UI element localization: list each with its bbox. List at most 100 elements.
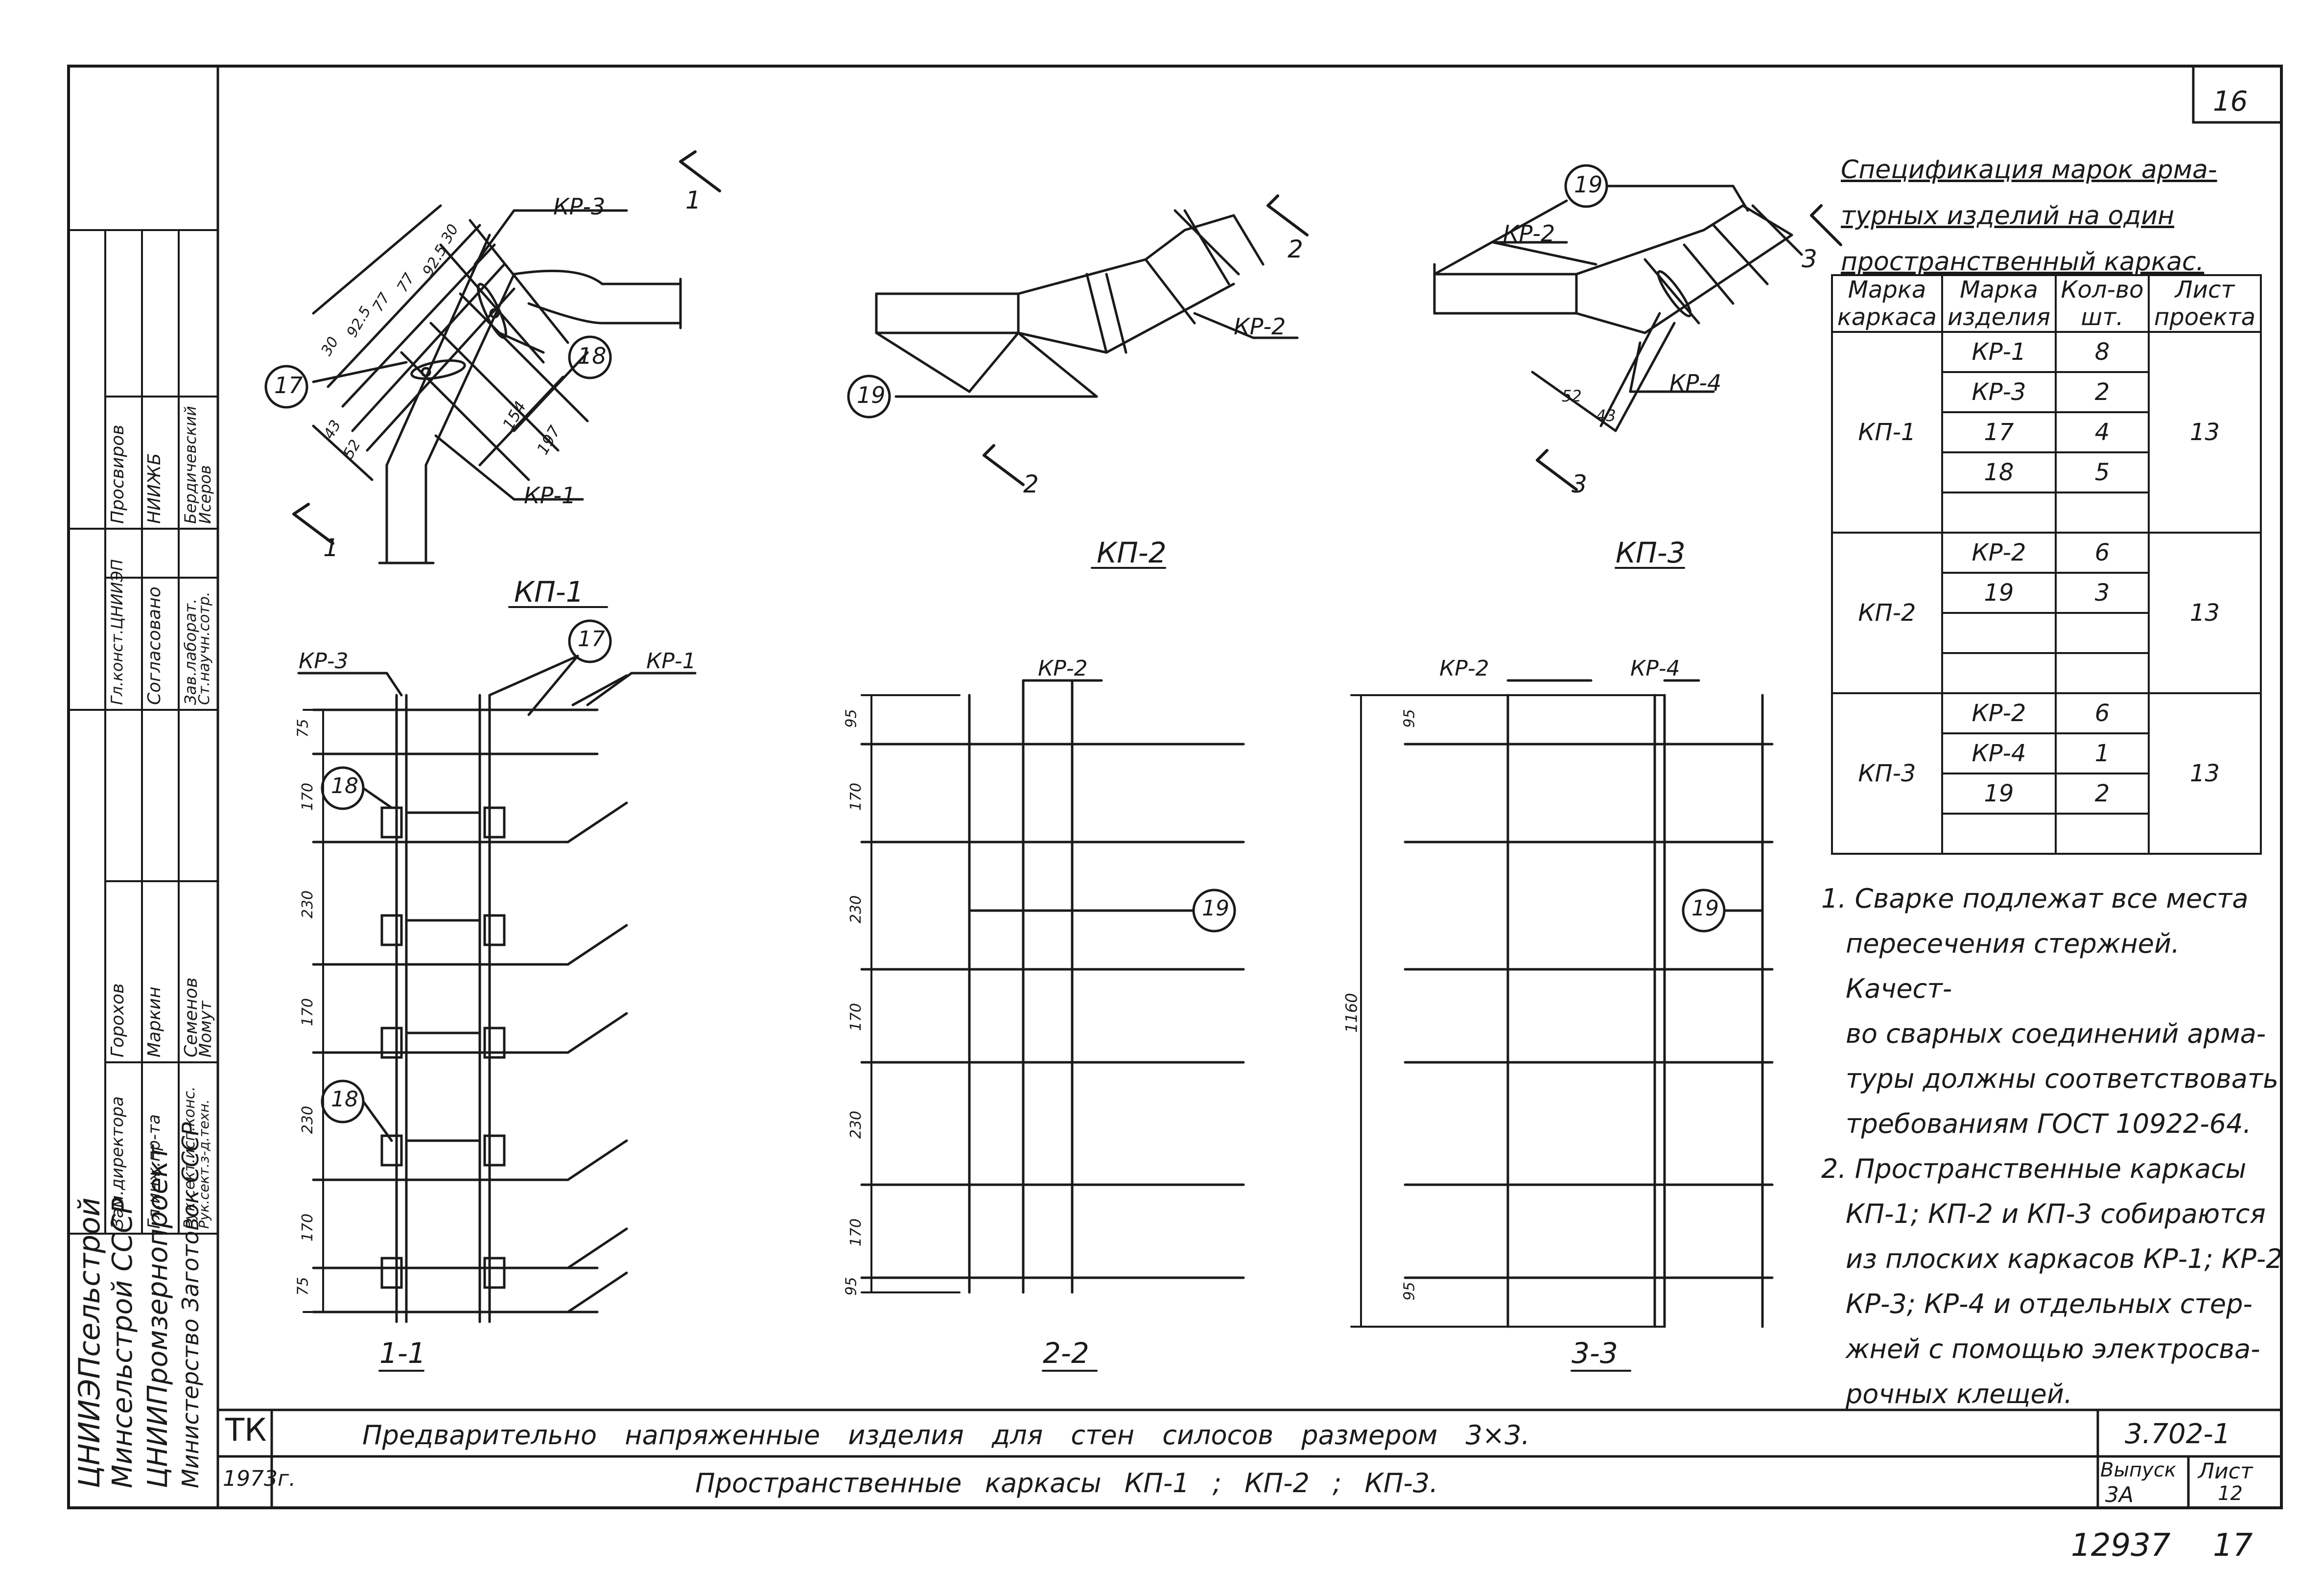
stamp-role: Ст.научн.сотр.: [196, 591, 213, 705]
section-2-2: [860, 679, 1245, 1372]
sec1-dim: 230: [299, 1105, 317, 1134]
title-year: 1973г.: [223, 1466, 296, 1491]
stamp-role: Согласовано: [144, 586, 164, 705]
table-row: 17 4: [1832, 411, 2261, 453]
spec-empty: [1941, 813, 2057, 855]
stamp-name: Исеров: [196, 465, 214, 524]
sec1-title: 1-1: [379, 1336, 426, 1370]
spec-sheet-kp2: 13: [2147, 532, 2262, 694]
sec3-dim: 95: [1401, 709, 1418, 728]
spec-item: КР-2: [1941, 692, 2057, 734]
section-1-1: [297, 619, 697, 1372]
title-block-lines: [216, 1408, 2283, 1509]
sec3-kr2-label: КР-2: [1439, 656, 1489, 681]
sec3-title: 3-3: [1572, 1336, 1618, 1370]
note-line: рочных клещей.: [1846, 1379, 2072, 1409]
issue-label: Выпуск: [2100, 1459, 2176, 1481]
title-tk: ТК: [225, 1412, 267, 1449]
spec-qty: 3: [2055, 572, 2150, 614]
kp3-balloon-19: 19: [1574, 171, 1603, 198]
spec-item: 18: [1941, 451, 2057, 493]
spec-frame-kp2: КП-2: [1831, 532, 1943, 694]
stamp-name: Просвиров: [108, 424, 128, 524]
kp3-view-title: КП-3: [1616, 536, 1686, 569]
spec-qty: 6: [2055, 532, 2150, 574]
spec-empty: [1941, 492, 2057, 534]
sec2-kr2-label: КР-2: [1038, 656, 1088, 681]
bottom-page: 17: [2213, 1527, 2253, 1564]
sec3-kr4-label: КР-4: [1630, 656, 1680, 681]
sec1-dim: 170: [299, 998, 317, 1027]
note-line: 1. Сварке подлежат все места: [1821, 883, 2249, 914]
kp2-cut-2-bottom: 2: [1023, 470, 1039, 498]
spec-qty: 8: [2055, 331, 2150, 373]
note-line: во сварных соединений арма-: [1846, 1018, 2266, 1049]
spec-item: КР-3: [1941, 371, 2057, 413]
table-row: 19 2: [1832, 773, 2261, 815]
kp1-balloon-17: 17: [274, 372, 303, 398]
kp1-kr3-label: КР-3: [553, 193, 606, 220]
spec-qty: 1: [2055, 732, 2150, 774]
spec-item: 17: [1941, 411, 2057, 453]
stamp-org2: Минсельстрой СССР: [107, 1197, 139, 1488]
note-line: 2. Пространственные каркасы: [1821, 1153, 2247, 1184]
title-line2: Пространственные каркасы КП-1 ; КП-2 ; К…: [695, 1468, 1438, 1499]
sec1-balloon-17: 17: [578, 627, 605, 652]
sheet-value: 12: [2218, 1482, 2243, 1505]
issue-value: 3А: [2105, 1482, 2134, 1507]
kp2-cut-2-top: 2: [1288, 235, 1303, 263]
sec2-dim: 230: [847, 1110, 865, 1139]
table-row: [1832, 492, 2261, 534]
bottom-ref: 12937: [2071, 1527, 2171, 1564]
table-row: [1832, 612, 2261, 654]
spec-title-line: пространственный каркас.: [1841, 247, 2205, 277]
spec-frame-kp1: КП-1: [1831, 331, 1943, 534]
spec-qty: 2: [2055, 773, 2150, 815]
sec3-dim: 1160: [1342, 993, 1361, 1033]
stamp-name: Маркин: [144, 986, 164, 1057]
table-row: КР-4 1: [1832, 732, 2261, 774]
note-line: туры должны соответствовать: [1846, 1063, 2279, 1094]
kp1-view-title: КП-1: [514, 575, 584, 609]
sec3-dim: 95: [1401, 1282, 1418, 1301]
spec-empty: [2055, 612, 2150, 654]
kp2-kr2-label: КР-2: [1234, 313, 1286, 340]
kp1-cut-1-bottom: 1: [323, 534, 339, 562]
notes: 1. Сварке подлежат все места пересечения…: [1821, 876, 2286, 1417]
spec-sheet-kp1: 13: [2147, 331, 2262, 534]
stamp-role: Гл.конст.ЦНИИЭП: [108, 559, 126, 705]
sec1-kr1-label: КР-1: [646, 649, 696, 674]
sec2-dim: 230: [847, 895, 865, 924]
stamp-role: Рук.сект.з-д.техн.: [196, 1099, 212, 1229]
kp3-kr2-label: КР-2: [1503, 220, 1555, 247]
spec-item: КР-4: [1941, 732, 2057, 774]
spec-empty: [1941, 652, 2057, 694]
stamp-org1: ЦНИИЭПсельстрой: [72, 1197, 107, 1488]
spec-title: Спецификация марок арма- турных изделий …: [1841, 147, 2242, 285]
stamp-name: НИИЖБ: [144, 453, 164, 524]
left-stamp-lines: [68, 229, 219, 1235]
spec-empty: [2055, 492, 2150, 534]
sec2-dim: 95: [843, 1277, 860, 1296]
title-code: 3.702-1: [2125, 1418, 2231, 1450]
table-row: КП-2 КР-2 6 13: [1831, 532, 2262, 694]
sheet-frame: [67, 65, 2283, 1509]
table-row: [1832, 813, 2261, 855]
spec-sheet-kp3: 13: [2147, 692, 2262, 855]
spec-empty: [2055, 652, 2150, 694]
table-row: [1832, 652, 2261, 694]
note-line: КР-3; КР-4 и отдельных стер-: [1846, 1288, 2253, 1319]
sec1-dim: 170: [299, 782, 317, 811]
sec1-dim: 75: [294, 719, 312, 738]
note-line: КП-1; КП-2 и КП-3 собираются: [1846, 1198, 2266, 1229]
kp3-cut-3-top: 3: [1802, 245, 1817, 273]
stamp-name: Момут: [196, 1001, 215, 1057]
kp3-plan: [1433, 164, 1842, 569]
table-row: 18 5: [1832, 451, 2261, 493]
table-row: КР-3 2: [1832, 371, 2261, 413]
sec2-title: 2-2: [1043, 1336, 1089, 1370]
